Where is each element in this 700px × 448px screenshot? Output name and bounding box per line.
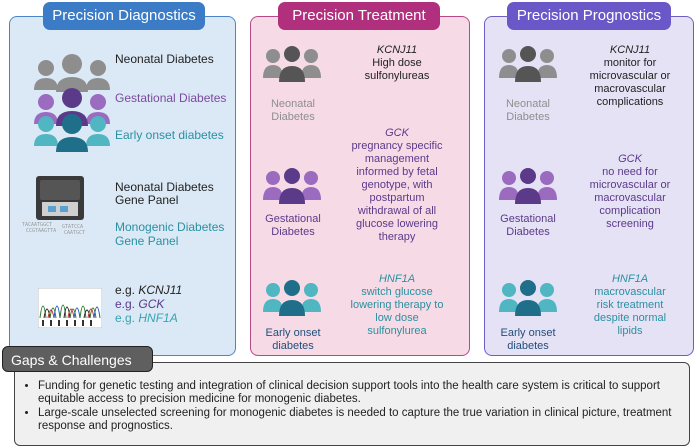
gene-hnf1a: HNF1A bbox=[138, 311, 178, 325]
svg-text:CAATGCT: CAATGCT bbox=[64, 230, 85, 236]
gene-name: KCNJ11 bbox=[609, 44, 651, 56]
gaps-item: Funding for genetic testing and integrat… bbox=[38, 380, 700, 406]
text-line: complication bbox=[599, 205, 661, 217]
text-line: switch glucose bbox=[361, 286, 433, 298]
text-line: genotype, with bbox=[361, 179, 433, 191]
text-line: pregnancy specific bbox=[351, 140, 443, 152]
eg-gene2: e.g. GCK bbox=[115, 298, 164, 311]
text-line: glucose lowering bbox=[356, 218, 438, 230]
treat-row2-label: Gestational Diabetes bbox=[258, 213, 328, 239]
gaps-list: Funding for genetic testing and integrat… bbox=[24, 380, 700, 434]
text-line: macrovascular bbox=[594, 286, 666, 298]
monogenic-panel-line2: Gene Panel bbox=[115, 234, 179, 248]
label-line: Neonatal bbox=[270, 98, 316, 110]
neonatal-panel-line2: Gene Panel bbox=[115, 193, 179, 207]
text-line: monitor for bbox=[603, 57, 657, 69]
chromatogram-icon bbox=[38, 288, 102, 328]
diag-early-label: Early onset diabetes bbox=[115, 128, 224, 142]
text-line: postpartum bbox=[369, 192, 425, 204]
text-line: microvascular or bbox=[589, 179, 671, 191]
prog-row3-label: Early onset diabetes bbox=[492, 327, 564, 353]
gaps-item: Large-scale unselected screening for mon… bbox=[38, 407, 700, 433]
text-line: sulfonylurea bbox=[367, 325, 427, 337]
people-group-icon bbox=[263, 280, 321, 316]
monogenic-panel-line1: Monogenic Diabetes bbox=[115, 220, 225, 234]
gene-name: GCK bbox=[385, 127, 409, 139]
text-line: despite normal bbox=[593, 312, 667, 324]
eg-prefix: e.g. bbox=[115, 311, 136, 325]
sequencer-machine-icon: TACAATGGCT CCGTAAGTTA GTATCCA CAATGCT bbox=[22, 176, 85, 236]
prog-row2-label: Gestational Diabetes bbox=[492, 213, 564, 239]
label-line: Diabetes bbox=[506, 111, 550, 123]
text-line: management bbox=[364, 153, 430, 165]
treat-row1-label: Neonatal Diabetes bbox=[258, 98, 328, 124]
label-line: Diabetes bbox=[271, 226, 315, 238]
text-line: therapy bbox=[378, 231, 416, 243]
label-line: diabetes bbox=[272, 340, 314, 352]
people-group-icon bbox=[263, 168, 321, 204]
svg-text:GTATCCA: GTATCCA bbox=[62, 224, 83, 230]
label-line: Early onset bbox=[265, 327, 321, 339]
treat-row2-text: GCK pregnancy specific management inform… bbox=[330, 127, 464, 244]
gene-name: KCNJ11 bbox=[376, 44, 418, 56]
gene-gck: GCK bbox=[138, 297, 165, 311]
treatment-title: Precision Treatment bbox=[278, 2, 440, 30]
gene-kcnj11: KCNJ11 bbox=[138, 283, 183, 297]
svg-text:CCGTAAGTTA: CCGTAAGTTA bbox=[26, 228, 56, 234]
label-line: Diabetes bbox=[506, 226, 550, 238]
label-line: diabetes bbox=[507, 340, 549, 352]
people-group-icon bbox=[499, 46, 557, 82]
people-group-icon bbox=[263, 46, 321, 82]
text-line: risk treatment bbox=[596, 299, 664, 311]
diagnostics-title: Precision Diagnostics bbox=[43, 2, 205, 30]
text-line: informed by fetal bbox=[356, 166, 438, 178]
treat-row3-label: Early onset diabetes bbox=[258, 327, 328, 353]
diag-gestational-label: Gestational Diabetes bbox=[115, 91, 227, 105]
prog-row1-text: KCNJ11 monitor for microvascular or macr… bbox=[568, 44, 692, 109]
label-line: Gestational bbox=[500, 213, 556, 225]
prog-row3-text: HNF1A macrovascular risk treatment despi… bbox=[568, 273, 692, 338]
eg-prefix: e.g. bbox=[115, 297, 136, 311]
people-group-icon bbox=[499, 168, 557, 204]
gaps-title: Gaps & Challenges bbox=[2, 346, 153, 372]
text-line: lipids bbox=[617, 325, 643, 337]
people-group-icon bbox=[34, 54, 110, 152]
text-line: sulfonylureas bbox=[364, 70, 430, 82]
text-line: High dose bbox=[372, 57, 422, 69]
gene-name: GCK bbox=[618, 153, 642, 165]
treat-row3-text: HNF1A switch glucose lowering therapy to… bbox=[330, 273, 464, 338]
eg-prefix: e.g. bbox=[115, 283, 136, 297]
label-line: Diabetes bbox=[271, 111, 315, 123]
label-line: Gestational bbox=[265, 213, 321, 225]
people-group-icon bbox=[499, 280, 557, 316]
label-line: Early onset bbox=[500, 327, 556, 339]
text-line: lowering therapy to bbox=[350, 299, 444, 311]
eg-gene1: e.g. KCNJ11 bbox=[115, 284, 182, 297]
label-line: Neonatal bbox=[505, 98, 551, 110]
eg-gene3: e.g. HNF1A bbox=[115, 312, 178, 325]
neonatal-panel-line1: Neonatal Diabetes bbox=[115, 180, 214, 194]
prog-row2-text: GCK no need for microvascular or macrova… bbox=[568, 153, 692, 231]
diag-neonatal-label: Neonatal Diabetes bbox=[115, 52, 214, 66]
svg-text:TACAATGGCT: TACAATGGCT bbox=[22, 222, 52, 228]
gaps-box bbox=[14, 362, 690, 446]
prog-row1-label: Neonatal Diabetes bbox=[492, 98, 564, 124]
prognostics-title: Precision Prognostics bbox=[507, 2, 671, 30]
text-line: complications bbox=[596, 96, 664, 108]
gene-name: HNF1A bbox=[378, 273, 416, 285]
text-line: no need for bbox=[602, 166, 658, 178]
text-line: macrovascular bbox=[594, 83, 666, 95]
text-line: low dose bbox=[375, 312, 419, 324]
text-line: screening bbox=[606, 218, 654, 230]
text-line: withdrawal of all bbox=[357, 205, 437, 217]
text-line: macrovascular bbox=[594, 192, 666, 204]
treat-row1-text: KCNJ11 High dose sulfonylureas bbox=[330, 44, 464, 83]
gene-name: HNF1A bbox=[611, 273, 649, 285]
text-line: microvascular or bbox=[589, 70, 671, 82]
